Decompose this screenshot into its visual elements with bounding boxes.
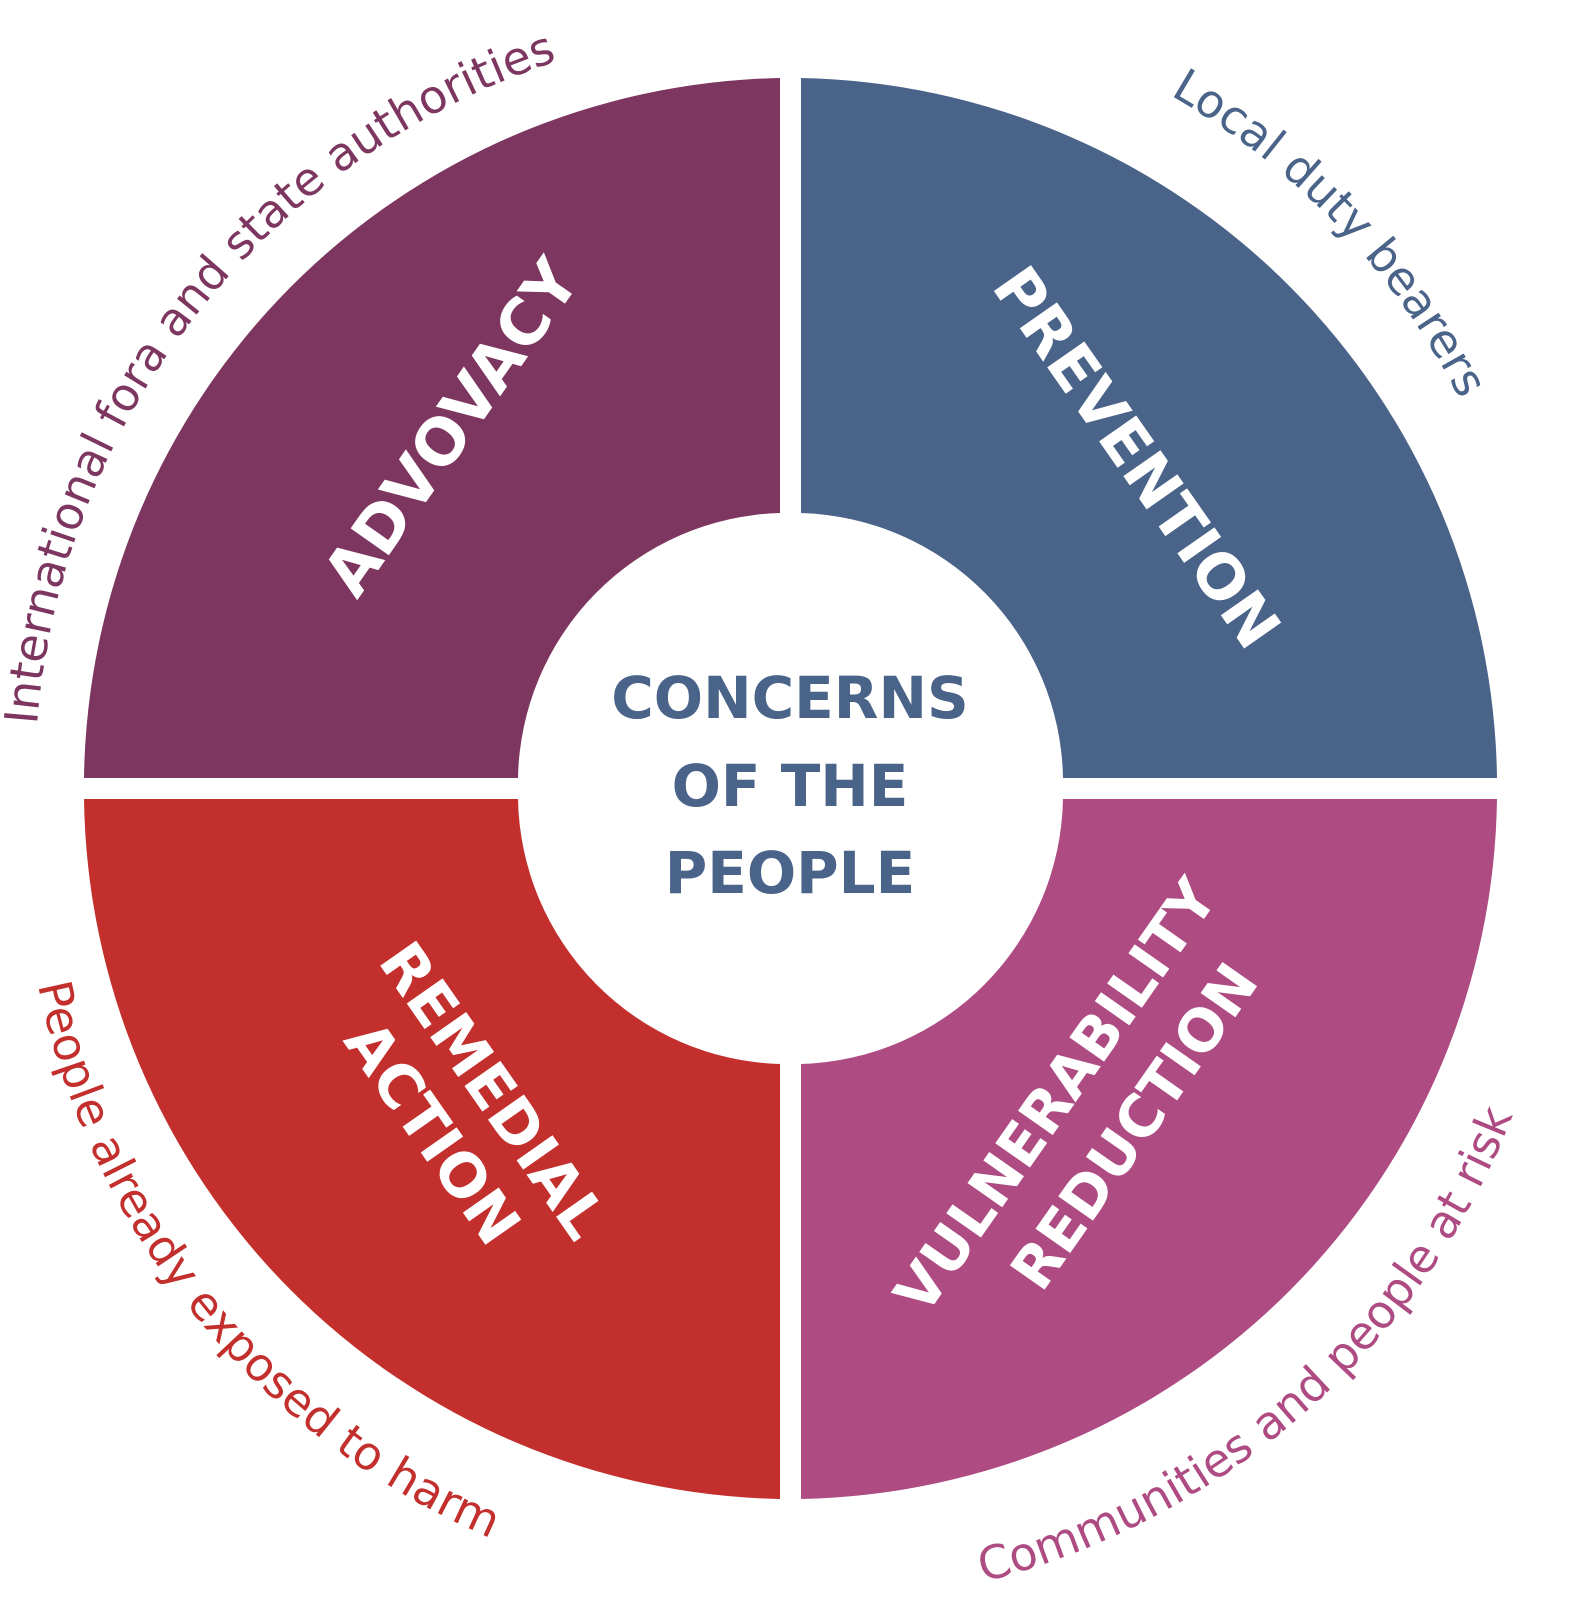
center-label-line3: PEOPLE <box>665 839 916 907</box>
quadrant-advocacy <box>84 78 780 778</box>
quadrant-prevention <box>801 78 1497 778</box>
quadrant-vulnerability-reduction <box>801 799 1497 1499</box>
quadrant-remedial-action <box>84 799 780 1499</box>
center-label-line2: OF THE <box>672 752 909 820</box>
center-label-line1: CONCERNS <box>611 664 969 732</box>
